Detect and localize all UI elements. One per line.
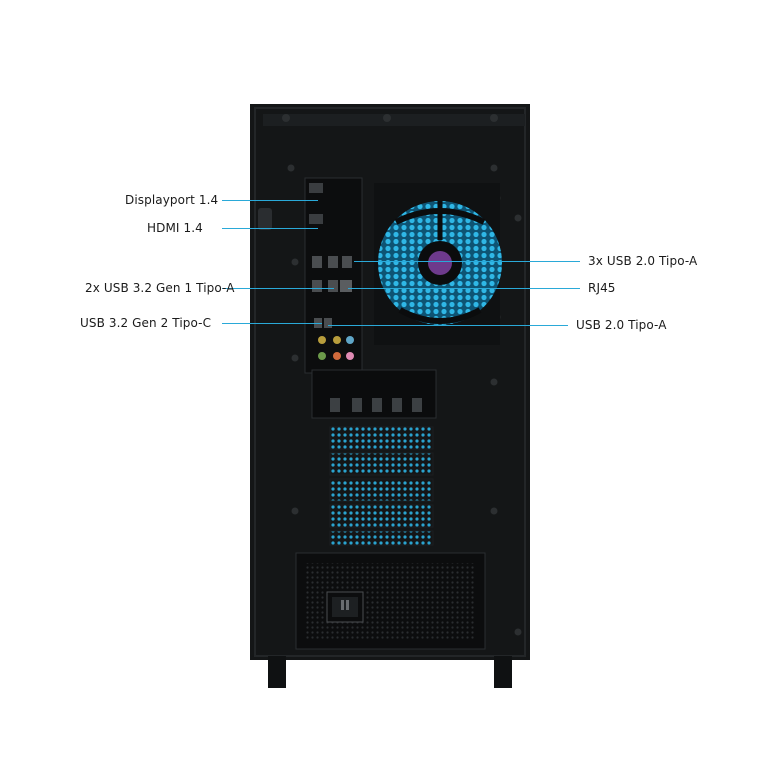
- leader-displayport: [222, 200, 318, 201]
- callout-usb32-gen2-typec: USB 3.2 Gen 2 Tipo-C: [80, 316, 212, 330]
- leader-usb32gen1: [222, 288, 334, 289]
- callout-hdmi: HDMI 1.4: [147, 221, 203, 235]
- leader-usb20-3x: [354, 261, 580, 262]
- expansion-slots: [311, 369, 437, 546]
- callout-usb32-gen1: 2x USB 3.2 Gen 1 Tipo-A: [85, 281, 235, 295]
- displayport-port: [309, 183, 323, 193]
- callout-usb20: USB 2.0 Tipo-A: [576, 318, 667, 332]
- fan-icon: [374, 183, 502, 345]
- leader-rj45: [348, 288, 580, 289]
- callout-displayport: Displayport 1.4: [125, 193, 219, 207]
- hdmi-port: [309, 214, 323, 224]
- callout-rj45: RJ45: [588, 281, 616, 295]
- io-panel: [304, 177, 363, 374]
- ethernet-port-icon: [340, 280, 352, 292]
- leader-usbc: [222, 323, 322, 324]
- leader-usb20: [328, 325, 568, 326]
- psu: [295, 552, 486, 650]
- callout-usb20-3x: 3x USB 2.0 Tipo-A: [588, 254, 698, 268]
- power-socket-icon: [332, 597, 358, 617]
- audio-jack-icon: [318, 336, 354, 360]
- leader-hdmi: [222, 228, 318, 229]
